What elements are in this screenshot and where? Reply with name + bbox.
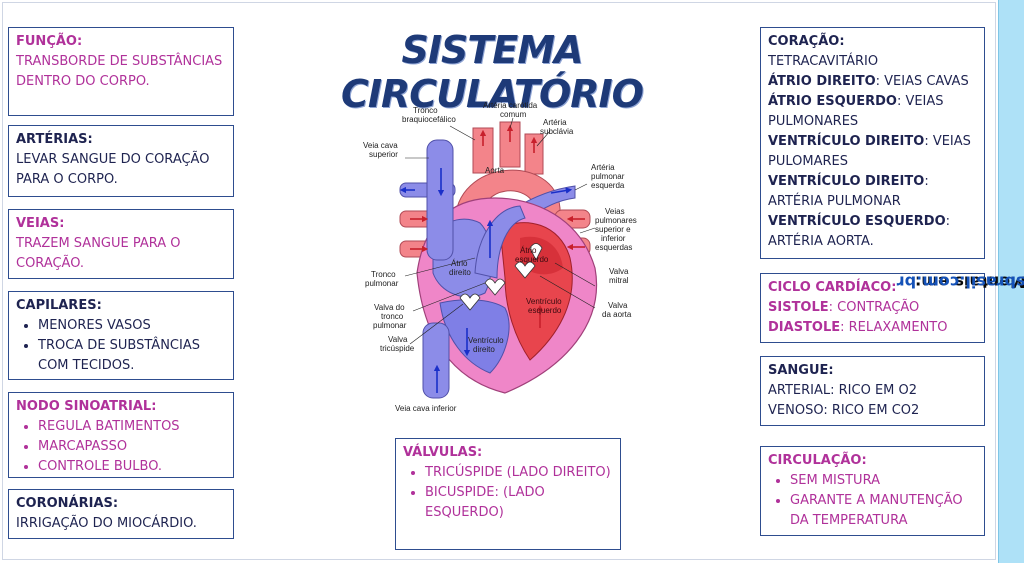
side-banner: + Mapas Mentais em: mentalmapsbrasil.com… <box>897 0 1024 563</box>
coracao-row-key: VENTRÍCULO ESQUERDO <box>768 214 946 229</box>
funcao-text: TRANSBORDE DE SUBSTÂNCIAS DENTRO DO CORP… <box>16 54 223 89</box>
page-title: SISTEMA CIRCULATÓRIO <box>341 28 644 116</box>
veias-heading: VEIAS: <box>16 216 65 231</box>
coronarias-heading: CORONÁRIAS: <box>16 496 119 511</box>
veias-text: TRAZEM SANGUE PARA O CORAÇÃO. <box>16 236 181 271</box>
valvulas-heading: VÁLVULAS: <box>403 445 483 460</box>
coracao-row: ÁTRIO ESQUERDO: VEIAS PULMONARES <box>768 92 977 132</box>
nodo-item: MARCAPASSO <box>38 437 226 457</box>
arterias-text: LEVAR SANGUE DO CORAÇÃO PARA O CORPO. <box>16 152 210 187</box>
coracao-row-key: VENTRÍCULO DIREITO <box>768 174 925 189</box>
circulacao-item: GARANTE A MANUTENÇÃO DA TEMPERATURA <box>790 491 977 531</box>
sangue-box: SANGUE: ARTERIAL: RICO EM O2 VENOSO: RIC… <box>760 356 985 426</box>
nodo-item: CONTROLE BULBO. <box>38 457 226 477</box>
coracao-row-key: ÁTRIO ESQUERDO <box>768 94 897 109</box>
coracao-row-key: ÁTRIO DIREITO <box>768 74 876 89</box>
coracao-row-value: : VEIAS PULMONARES <box>768 94 944 129</box>
coracao-box: CORAÇÃO: TETRACAVITÁRIO ÁTRIO DIREITO: V… <box>760 27 985 259</box>
ciclo-row-key: SISTOLE <box>768 300 829 315</box>
coracao-row-key: VENTRÍCULO DIREITO <box>768 134 925 149</box>
vena-cava-inferior <box>422 322 450 399</box>
coracao-row: VENTRÍCULO ESQUERDO: ARTÉRIA AORTA. <box>768 212 977 252</box>
circulacao-box: CIRCULAÇÃO: SEM MISTURA GARANTE A MANUTE… <box>760 446 985 536</box>
page-frame <box>2 2 996 560</box>
coronarias-text: IRRIGAÇÃO DO MIOCÁRDIO. <box>16 516 197 531</box>
blood-flow-arrows <box>399 124 585 393</box>
vena-cava-superior <box>426 139 454 261</box>
nodo-heading: NODO SINOATRIAL: <box>16 399 157 414</box>
pulmonary-trunk <box>474 205 526 279</box>
capilares-heading: CAPILARES: <box>16 298 102 313</box>
sangue-line: VENOSO: RICO EM CO2 <box>768 403 920 418</box>
coronarias-box: CORONÁRIAS: IRRIGAÇÃO DO MIOCÁRDIO. <box>8 489 234 539</box>
coracao-row: VENTRÍCULO DIREITO: VEIAS PULOMARES <box>768 132 977 172</box>
valvulas-box: VÁLVULAS: TRICÚSPIDE (LADO DIREITO) BICU… <box>395 438 621 550</box>
capilares-item: MENORES VASOS <box>38 316 226 336</box>
ciclo-row: DIASTOLE: RELAXAMENTO <box>768 318 977 338</box>
arterias-box: ARTÉRIAS: LEVAR SANGUE DO CORAÇÃO PARA O… <box>8 125 234 197</box>
valvulas-item: TRICÚSPIDE (LADO DIREITO) <box>425 463 613 483</box>
leader-lines <box>404 117 596 345</box>
nodo-sinoatrial-box: NODO SINOATRIAL: REGULA BATIMENTOS MARCA… <box>8 392 234 478</box>
ciclo-row-value: : CONTRAÇÃO <box>828 300 920 315</box>
funcao-box: FUNÇÃO: TRANSBORDE DE SUBSTÂNCIAS DENTRO… <box>8 27 234 116</box>
coracao-row-value: : VEIAS PULOMARES <box>768 134 971 169</box>
coracao-heading: CORAÇÃO: <box>768 34 845 49</box>
coracao-row: VENTRÍCULO DIREITO: ARTÉRIA PULMONAR <box>768 172 977 212</box>
label-cava-inf: Veia cava inferior <box>395 404 457 413</box>
side-banner-url[interactable]: mentalmapsbrasil.com.br <box>896 272 1024 291</box>
coracao-line: TETRACAVITÁRIO <box>768 54 879 69</box>
ciclo-row-key: DIASTOLE <box>768 320 841 335</box>
circulacao-item: SEM MISTURA <box>790 471 977 491</box>
valvulas-item: BICUSPIDE: (LADO ESQUERDO) <box>425 483 613 523</box>
nodo-item: REGULA BATIMENTOS <box>38 417 226 437</box>
label-aorta: Aorta <box>485 166 505 175</box>
coracao-row: ÁTRIO DIREITO: VEIAS CAVAS <box>768 72 977 92</box>
aorta-shape <box>454 121 561 269</box>
capilares-box: CAPILARES: MENORES VASOS TROCA DE SUBSTÂ… <box>8 291 234 380</box>
sangue-line: ARTERIAL: RICO EM O2 <box>768 383 918 398</box>
ciclo-box: CICLO CARDÍACO: SISTOLE: CONTRAÇÃO DIAST… <box>760 273 985 343</box>
veias-box: VEIAS: TRAZEM SANGUE PARA O CORAÇÃO. <box>8 209 234 279</box>
capilares-item: TROCA DE SUBSTÂNCIAS COM TECIDOS. <box>38 336 226 376</box>
ciclo-row-value: : RELAXAMENTO <box>840 320 948 335</box>
coracao-row-value: : ARTÉRIA AORTA. <box>768 214 951 249</box>
circulacao-heading: CIRCULAÇÃO: <box>768 453 867 468</box>
ciclo-heading: CICLO CARDÍACO: <box>768 280 897 295</box>
valves <box>459 243 543 311</box>
sangue-heading: SANGUE: <box>768 363 834 378</box>
ciclo-row: SISTOLE: CONTRAÇÃO <box>768 298 977 318</box>
coracao-row-value: : VEIAS CAVAS <box>875 74 969 89</box>
coracao-row-value: : ARTÉRIA PULMONAR <box>768 174 929 209</box>
funcao-heading: FUNÇÃO: <box>16 34 83 49</box>
arterias-heading: ARTÉRIAS: <box>16 132 93 147</box>
